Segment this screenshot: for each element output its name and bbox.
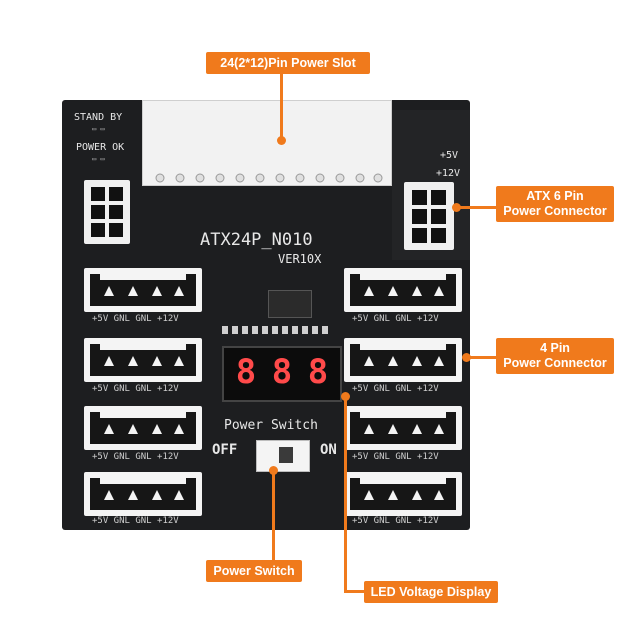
- led-voltage-display: 8 8 8: [222, 346, 342, 402]
- atx-24pin-solder-row: [150, 168, 386, 198]
- molex-connector-right-1: [344, 268, 462, 312]
- power-slot-leader-line: [280, 74, 283, 140]
- power-supply-breakout-board: STAND BY ▭ ▭ POWER OK ▭ ▭ +5V +12V ATX24…: [62, 100, 470, 530]
- atx6-leader-line: [456, 206, 496, 209]
- molex-connector-left-1: [84, 268, 202, 312]
- led-display-callout: LED Voltage Display: [364, 581, 498, 603]
- power-switch-callout: Power Switch: [206, 560, 302, 582]
- connector-pin-label: +5V GNL GNL +12V: [92, 452, 179, 462]
- molex-connector-right-2: [344, 338, 462, 382]
- left-6pin-connector: [84, 180, 130, 244]
- led-display-leader-line-h: [344, 590, 364, 593]
- connector-pin-label: +5V GNL GNL +12V: [352, 384, 439, 394]
- led-digit-2: 8: [271, 352, 293, 392]
- led-digit-1: 8: [235, 352, 257, 392]
- power-switch[interactable]: [256, 440, 310, 472]
- power-switch-title: Power Switch: [224, 418, 318, 433]
- atx6-leader-dot: [452, 203, 461, 212]
- model-label: ATX24P_N010: [200, 230, 313, 250]
- switch-on-label: ON: [320, 442, 337, 458]
- atx6-pin-connector: [404, 182, 454, 250]
- molex-connector-left-4: [84, 472, 202, 516]
- power-slot-callout: 24(2*12)Pin Power Slot: [206, 52, 370, 74]
- plus5v-label: +5V: [440, 150, 459, 161]
- switch-off-label: OFF: [212, 442, 238, 458]
- power-ok-label: POWER OK: [76, 142, 125, 153]
- smd-components-row: [222, 326, 332, 334]
- power-switch-leader-line: [272, 470, 275, 560]
- power-switch-leader-dot: [269, 466, 278, 475]
- connector-pin-label: +5V GNL GNL +12V: [92, 384, 179, 394]
- molex-connector-left-3: [84, 406, 202, 450]
- power-slot-leader-dot: [277, 136, 286, 145]
- connector-pin-label: +5V GNL GNL +12V: [92, 314, 179, 324]
- power-ok-led-marker: ▭ ▭: [92, 155, 105, 163]
- atx6-callout-line1: ATX 6 Pin: [526, 189, 584, 203]
- molex-connector-right-3: [344, 406, 462, 450]
- version-label: VER10X: [278, 252, 322, 266]
- led-display-leader-dot: [341, 392, 350, 401]
- pin4-callout-line2: Power Connector: [503, 356, 607, 370]
- pin4-leader-line: [466, 356, 496, 359]
- led-digit-3: 8: [307, 352, 329, 392]
- molex-connector-left-2: [84, 338, 202, 382]
- six-pin-socket-icon: [412, 190, 446, 243]
- plus12v-label: +12V: [436, 168, 461, 179]
- connector-pin-label: +5V GNL GNL +12V: [352, 452, 439, 462]
- stand-by-label: STAND BY: [74, 112, 123, 123]
- stand-by-led-marker: ▭ ▭: [92, 125, 105, 133]
- atx-24pin-slot: [142, 100, 392, 186]
- six-pin-socket-icon: [91, 187, 123, 237]
- led-display-leader-line-v: [344, 396, 347, 592]
- connector-pin-label: +5V GNL GNL +12V: [352, 314, 439, 324]
- pin4-callout-line1: 4 Pin: [540, 341, 570, 355]
- pin4-leader-dot: [462, 353, 471, 362]
- molex-connector-right-4: [344, 472, 462, 516]
- atx6-callout: ATX 6 Pin Power Connector: [496, 186, 614, 222]
- power-switch-knob[interactable]: [279, 447, 293, 463]
- connector-pin-label: +5V GNL GNL +12V: [352, 516, 439, 526]
- solder-pins-icon: [155, 173, 383, 183]
- control-chip: [268, 290, 312, 318]
- atx6-callout-line2: Power Connector: [503, 204, 607, 218]
- pin4-callout: 4 Pin Power Connector: [496, 338, 614, 374]
- connector-pin-label: +5V GNL GNL +12V: [92, 516, 179, 526]
